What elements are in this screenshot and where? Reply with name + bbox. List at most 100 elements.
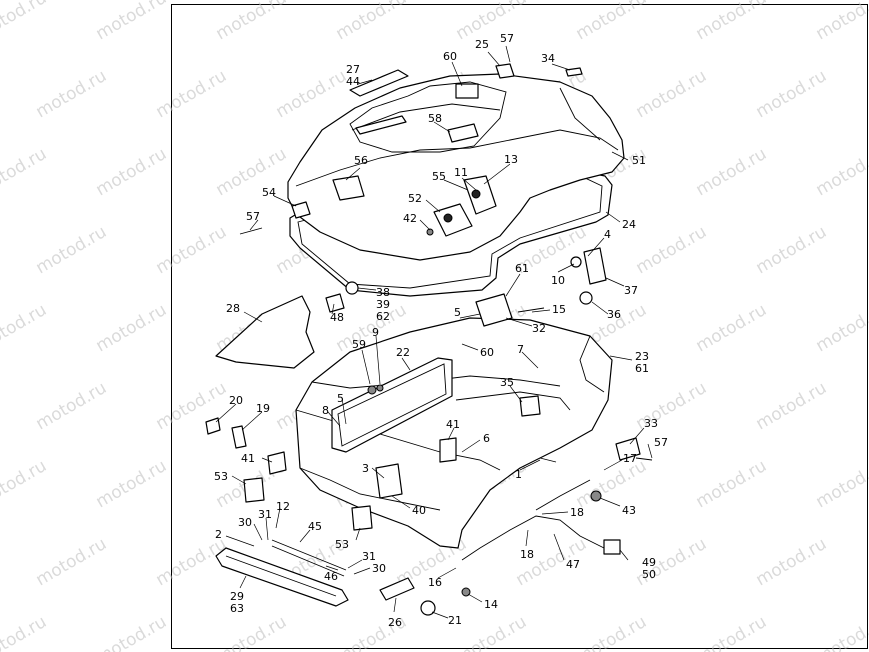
callout-61: 61: [635, 362, 649, 375]
bracket-26: [379, 577, 415, 601]
lid-badge-58: [447, 123, 479, 143]
callout-33: 33: [644, 417, 658, 430]
hinge-52: [433, 203, 473, 237]
callout-16: 16: [428, 576, 442, 589]
callout-40: 40: [412, 504, 426, 517]
cable-47: [461, 515, 605, 561]
callout-10: 10: [551, 274, 565, 287]
watermark-text: motod.ru: [753, 378, 831, 434]
callout-30: 30: [372, 562, 386, 575]
tour-pak-body: [295, 317, 613, 549]
callout-27: 27: [346, 63, 360, 76]
callout-31: 31: [362, 550, 376, 563]
watermark-text: motod.ru: [0, 300, 50, 356]
callout-39: 39: [376, 298, 390, 311]
lock-56: [332, 175, 365, 201]
callout-28: 28: [226, 302, 240, 315]
connector-49: [603, 539, 621, 555]
callout-57: 57: [654, 436, 668, 449]
watermark-text: motod.ru: [0, 144, 50, 200]
watermark-text: motod.ru: [333, 0, 411, 44]
callout-2: 2: [215, 528, 222, 541]
watermark-text: motod.ru: [813, 144, 869, 200]
watermark-text: motod.ru: [633, 66, 711, 122]
watermark-text: motod.ru: [633, 222, 711, 278]
watermark-text: motod.ru: [693, 456, 771, 512]
callout-26: 26: [388, 616, 402, 629]
ring-36: [579, 291, 593, 305]
grommet-43: [590, 490, 602, 502]
knob-38: [345, 281, 359, 295]
watermark-text: motod.ru: [813, 0, 869, 44]
callout-52: 52: [408, 192, 422, 205]
watermark-text: motod.ru: [33, 378, 111, 434]
callout-48: 48: [330, 311, 344, 324]
bracket-35: [519, 395, 541, 417]
watermark-text: motod.ru: [33, 534, 111, 590]
watermark-text: motod.ru: [753, 66, 831, 122]
watermark-text: motod.ru: [753, 534, 831, 590]
callout-58: 58: [428, 112, 442, 125]
hinge-32: [475, 293, 513, 327]
watermark-text: motod.ru: [453, 0, 531, 44]
callout-12: 12: [276, 500, 290, 513]
callout-56: 56: [354, 154, 368, 167]
pad-53b: [351, 505, 373, 531]
latch-60: [455, 83, 479, 99]
watermark-text: motod.ru: [453, 612, 531, 652]
callout-34: 34: [541, 52, 555, 65]
watermark-text: motod.ru: [813, 612, 869, 652]
callout-53: 53: [335, 538, 349, 551]
watermark-text: motod.ru: [273, 66, 351, 122]
callout-42: 42: [403, 212, 417, 225]
callout-24: 24: [622, 218, 636, 231]
callout-41: 41: [446, 418, 460, 431]
callout-54: 54: [262, 186, 276, 199]
callout-62: 62: [376, 310, 390, 323]
bracket-48: [325, 293, 345, 313]
watermark-text: motod.ru: [573, 456, 651, 512]
callout-44: 44: [346, 75, 360, 88]
callout-4: 4: [604, 228, 611, 241]
watermark-text: motod.ru: [93, 300, 171, 356]
leader-lines: [215, 45, 653, 619]
cap-21: [420, 600, 436, 616]
watermark-text: motod.ru: [93, 144, 171, 200]
callout-59: 59: [352, 338, 366, 351]
watermark-text: motod.ru: [0, 456, 50, 512]
callout-32: 32: [532, 322, 546, 335]
watermark-text: motod.ru: [573, 0, 651, 44]
callout-46: 46: [324, 570, 338, 583]
callout-3: 3: [362, 462, 369, 475]
callout-49: 49: [642, 556, 656, 569]
watermark-text: motod.ru: [153, 534, 231, 590]
lid-strip-27: [349, 69, 409, 97]
watermark-text: motod.ru: [153, 222, 231, 278]
callout-7: 7: [517, 343, 524, 356]
clip-19: [231, 425, 247, 449]
callout-22: 22: [396, 346, 410, 359]
watermark-text: motod.ru: [693, 612, 771, 652]
callout-5: 5: [454, 306, 461, 319]
watermark-text: motod.ru: [93, 0, 171, 44]
callout-18: 18: [570, 506, 584, 519]
callout-14: 14: [484, 598, 498, 611]
bracket-41b: [439, 437, 457, 463]
callout-38: 38: [376, 286, 390, 299]
watermark-text: motod.ru: [33, 222, 111, 278]
callout-labels: 27 44 60 25 57 34 58 51 56 13 55 11 54 5…: [214, 32, 668, 629]
callout-30: 30: [238, 516, 252, 529]
callout-17: 17: [623, 452, 637, 465]
watermark-text: motod.ru: [213, 144, 291, 200]
callout-36: 36: [607, 308, 621, 321]
callout-37: 37: [624, 284, 638, 297]
bracket-54: [291, 201, 311, 219]
callout-41: 41: [241, 452, 255, 465]
callout-45: 45: [308, 520, 322, 533]
callout-20: 20: [229, 394, 243, 407]
callout-23: 23: [635, 350, 649, 363]
divider-22: [331, 357, 453, 453]
watermark-text: motod.ru: [693, 144, 771, 200]
trim-29: [215, 547, 349, 607]
callout-5: 5: [337, 392, 344, 405]
